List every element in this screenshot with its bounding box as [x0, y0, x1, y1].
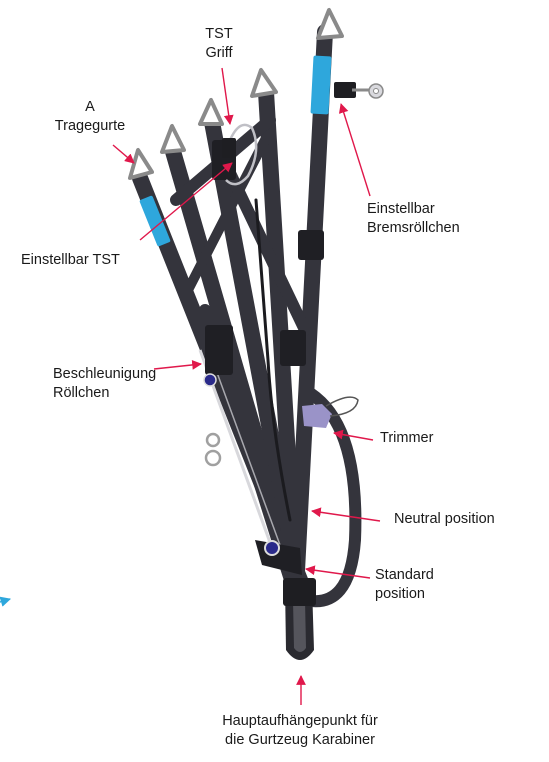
d-riser-maillon	[318, 10, 342, 38]
pointer-brake-pulley	[341, 104, 370, 196]
label-speed-pulley: Beschleunigung Röllchen	[53, 365, 156, 403]
pointer-standard	[306, 569, 370, 578]
brake-blue-tab	[310, 56, 331, 115]
label-a-risers: A Tragegurte	[30, 98, 150, 136]
stray-blue-arrow	[0, 599, 10, 602]
label-trimmer: Trimmer	[380, 429, 433, 448]
pointer-neutral	[312, 511, 380, 521]
c-riser-maillon	[252, 70, 276, 96]
a2-riser-maillon	[162, 126, 184, 152]
b-riser-maillon	[200, 100, 222, 124]
label-neutral-position: Neutral position	[394, 510, 495, 529]
label-tst-handle: TST Griff	[184, 25, 254, 63]
pointer-speed-pulley	[154, 364, 201, 369]
label-main-attachment: Hauptaufhängepunkt für die Gurtzeug Kara…	[185, 712, 415, 750]
a-riser-maillon	[130, 150, 152, 178]
pointer-a-risers	[113, 145, 134, 163]
label-adjustable-brake-pulley: Einstellbar Bremsröllchen	[367, 200, 460, 238]
riser-straps	[140, 32, 355, 601]
pointer-tst-handle	[222, 68, 230, 124]
label-adjustable-tst: Einstellbar TST	[21, 251, 120, 270]
speed-ring	[207, 434, 219, 446]
main-attachment-loop	[283, 578, 316, 660]
brake-pulley	[334, 82, 383, 98]
a-riser-blue-tab	[139, 195, 171, 247]
label-standard-position: Standard position	[375, 566, 434, 604]
